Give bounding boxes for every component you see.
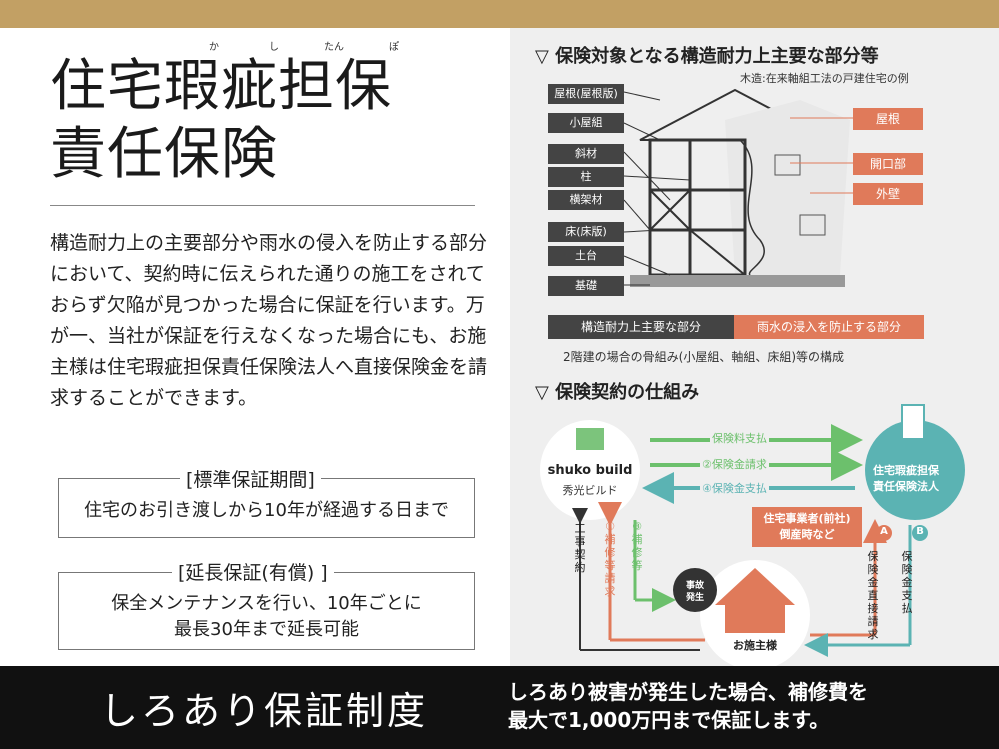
standard-period-label: [標準保証期間] [180, 465, 321, 492]
structure-caption: 2階建の場合の骨組み(小屋組、軸組、床組)等の構成 [563, 350, 845, 364]
title-divider [50, 205, 475, 206]
company-circle [540, 420, 640, 520]
part-roof-truss: 小屋組 [548, 113, 624, 133]
contract-label: 工事契約 [574, 522, 586, 574]
accident-badge [673, 568, 717, 612]
bankrupt-line2: 倒産時など [779, 528, 835, 541]
bankrupt-box [752, 507, 862, 547]
standard-period-text: 住宅のお引き渡しから10年が経過する日まで [84, 500, 449, 521]
bankrupt-line1: 住宅事業者(前社) [763, 512, 851, 525]
dark-leader-lines [623, 91, 691, 286]
furigana-po: ぽ [389, 42, 399, 53]
furigana-ka: か [209, 42, 219, 53]
insurer-circle [865, 420, 965, 520]
payment-label: ④保険金支払 [700, 480, 769, 496]
company-name-jp: 秀光ビルド [562, 484, 618, 497]
claim-label: ②保険金請求 [700, 456, 769, 472]
page-title-line2: 責任保険 [50, 122, 278, 187]
part-opening: 開口部 [853, 153, 923, 175]
termite-warranty-text: しろあり被害が発生した場合、補修費を 最大で1,000万円まで保証します。 [508, 678, 868, 734]
accident-line2: 発生 [685, 593, 704, 603]
section-contract-title: ▽ 保険契約の仕組み [535, 382, 700, 403]
furigana-tan: たん [324, 42, 344, 53]
furigana-shi: し [269, 42, 279, 53]
house-structure-diagram [623, 88, 853, 287]
part-floor: 床(床版) [548, 222, 624, 242]
accident-line1: 事故 [685, 581, 704, 591]
orange-leader-lines [790, 117, 853, 194]
direct-pay-label: 保険金支払 [901, 550, 913, 615]
extended-warranty-label: [延長保証(有償) ] [172, 558, 334, 585]
termite-text-line1: しろあり被害が発生した場合、補修費を [508, 680, 868, 704]
insurer-line1: 住宅瑕疵担保 [873, 464, 939, 477]
part-roof: 屋根 [853, 108, 923, 130]
owner-house-icon [715, 568, 795, 605]
part-brace: 斜材 [548, 144, 624, 164]
structure-note: 木造:在来軸組工法の戸建住宅の例 [740, 72, 909, 85]
footer-banner: しろあり保証制度 しろあり被害が発生した場合、補修費を 最大で1,000万円まで… [0, 666, 999, 749]
marker-a-circle [876, 525, 892, 541]
repair-request-label: ①補修等請求 [604, 520, 616, 598]
premium-label: 保険料支払 [710, 430, 769, 446]
house-frame-illustration [630, 88, 850, 287]
insurance-flow-diagram [540, 404, 965, 666]
owner-label: お施主様 [733, 639, 777, 652]
section-structure-title: ▽ 保険対象となる構造耐力上主要な部分等 [535, 46, 879, 67]
part-foundation: 基礎 [548, 276, 624, 296]
repair-label: ③補修等 [631, 520, 643, 572]
part-column: 柱 [548, 167, 624, 187]
termite-warranty-title: しろあり保証制度 [100, 689, 429, 733]
top-accent-bar [0, 0, 999, 28]
marker-a: A [880, 526, 888, 537]
building-icon [901, 404, 925, 440]
marker-b: B [916, 526, 924, 537]
termite-text-line2: 最大で1,000万円まで保証します。 [508, 708, 830, 732]
marker-b-circle [912, 525, 928, 541]
legend-structural: 構造耐力上主要な部分 [548, 315, 734, 339]
part-sill: 土台 [548, 246, 624, 266]
company-logo-icon [576, 428, 604, 450]
page-title-line1: 住宅瑕疵担保 [50, 54, 392, 119]
legend-rainwater: 雨水の浸入を防止する部分 [734, 315, 924, 339]
extended-text-line2: 最長30年まで延長可能 [174, 619, 359, 640]
title-furigana: か し たん ぽ [184, 38, 424, 53]
description-text: 構造耐力上の主要部分や雨水の侵入を防止する部分において、契約時に伝えられた通りの… [50, 232, 488, 409]
company-name-en: shuko build [547, 463, 633, 478]
part-beam: 横架材 [548, 190, 624, 210]
part-roof-board: 屋根(屋根版) [548, 84, 624, 104]
insurer-line2: 責任保険法人 [873, 480, 939, 493]
extended-text-line1: 保全メンテナンスを行い、10年ごとに [111, 593, 422, 614]
part-exterior-wall: 外壁 [853, 183, 923, 205]
direct-claim-label: 保険金直接請求 [867, 550, 879, 641]
